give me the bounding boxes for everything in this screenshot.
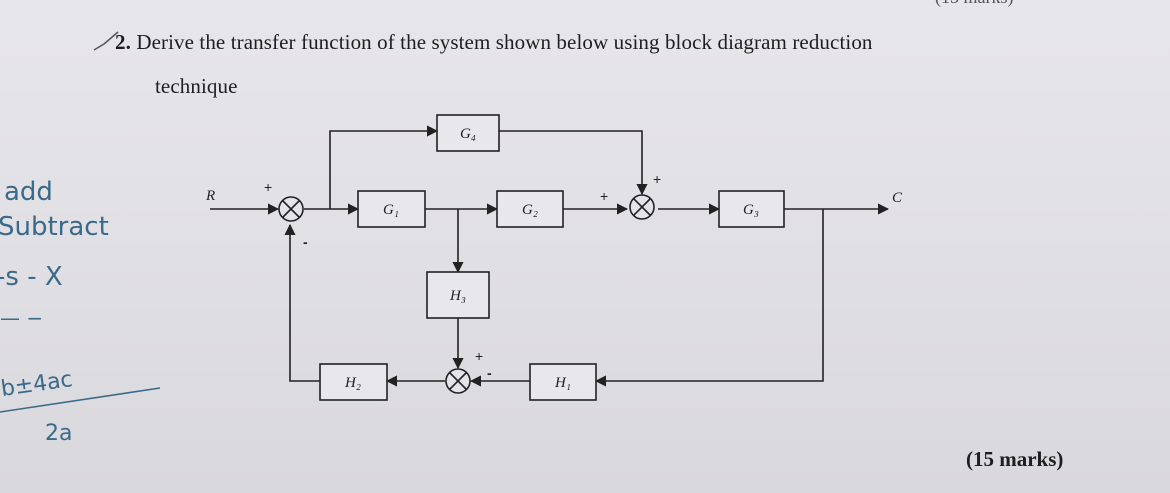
summing-junction-2	[629, 194, 655, 220]
note-formula-4: 2a	[45, 421, 72, 446]
note-formula-3: b±4ac	[0, 367, 74, 402]
sign-s1-minus: -	[303, 234, 308, 250]
label-h3: H₃	[449, 288, 466, 304]
note-formula-2: — −	[0, 306, 43, 330]
summing-junction-1	[278, 196, 304, 222]
marks-label: (15 marks)	[966, 447, 1064, 471]
label-g2: G₂	[522, 202, 538, 218]
question-line-1: 2. Derive the transfer function of the s…	[115, 30, 873, 55]
label-g1: G₁	[383, 202, 399, 218]
block-h3	[426, 271, 490, 319]
sign-s3-plus: +	[475, 348, 483, 364]
sign-s2-plus-top: +	[653, 171, 661, 187]
wire-g4-out	[499, 130, 648, 196]
input-label-r: R	[205, 188, 215, 204]
block-g2	[496, 190, 564, 228]
sign-s3-minus: -	[487, 365, 492, 381]
sign-s1-plus: +	[264, 179, 272, 195]
wire-c-h1	[594, 209, 824, 387]
summing-junction-3	[445, 368, 471, 394]
block-h2	[319, 363, 388, 401]
block-g4	[436, 114, 500, 152]
header-fragment: (15 marks)	[935, 0, 1013, 8]
block-g1	[357, 190, 426, 228]
note-subtract: Subtract	[0, 212, 109, 242]
wire-g4-forward	[329, 125, 439, 209]
block-h1	[529, 363, 597, 401]
output-label-c: C	[892, 190, 903, 206]
block-g3	[718, 190, 785, 228]
label-g3: G₃	[743, 202, 759, 218]
sign-s2-plus-left: +	[600, 188, 608, 204]
label-h2: H₂	[344, 375, 361, 391]
note-formula-1: -s - X	[0, 262, 63, 292]
question-text: Derive the transfer function of the syst…	[136, 30, 873, 54]
question-line-2: technique	[155, 74, 238, 98]
label-h1: H₁	[554, 375, 571, 391]
check-tick	[93, 31, 119, 51]
label-g4: G₄	[460, 126, 476, 142]
question-number: 2.	[115, 30, 131, 54]
handwritten-notes: add Subtract -s - X — − b±4ac 2a	[0, 177, 161, 446]
note-add: add	[4, 177, 53, 207]
wire-h2-s1	[284, 223, 320, 382]
